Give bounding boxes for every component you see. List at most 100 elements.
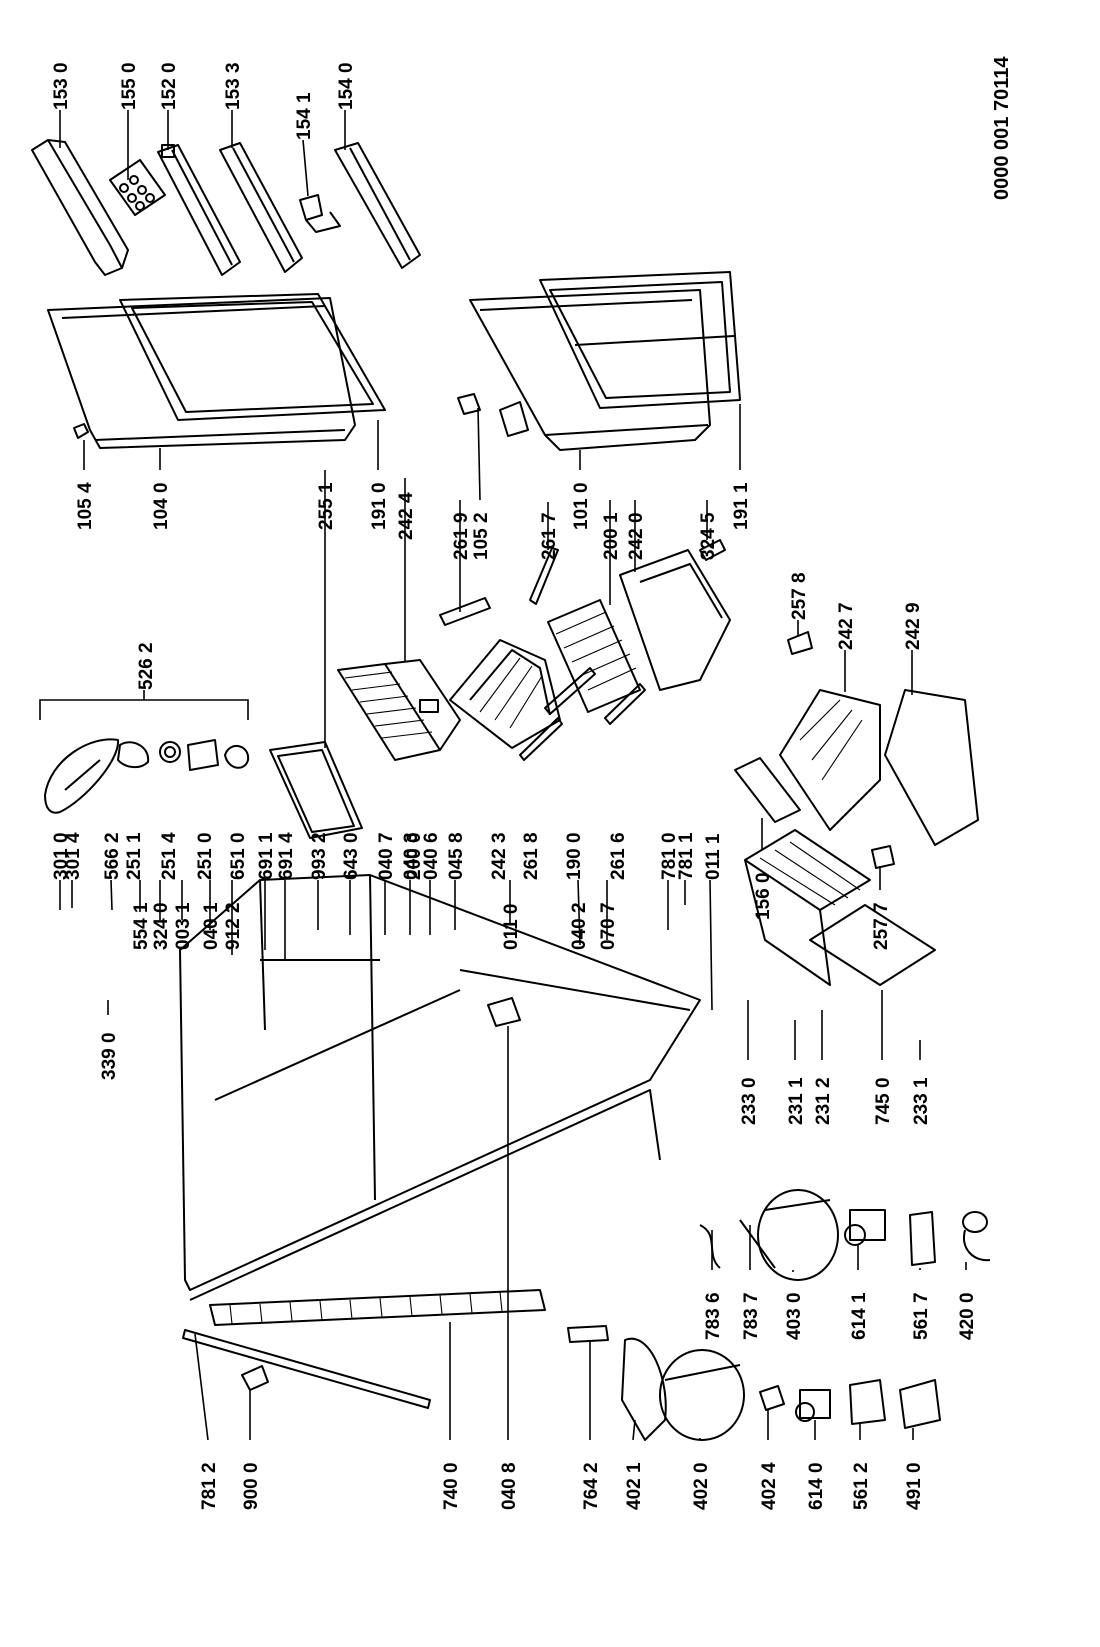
condenser-7400 xyxy=(209,1289,546,1326)
part-label: 561 2 xyxy=(851,1462,872,1510)
part-label: 040 6 xyxy=(421,832,442,880)
rail-1900 xyxy=(544,667,596,715)
part-label: 231 2 xyxy=(813,1077,834,1125)
part-label: 402 0 xyxy=(691,1462,712,1510)
part-label: 011 1 xyxy=(703,833,724,880)
part-label: 105 4 xyxy=(75,482,96,530)
part-label: 420 0 xyxy=(957,1292,978,1340)
part-label: 257 7 xyxy=(871,902,892,950)
door-gasket-1910 xyxy=(119,293,386,421)
part-label: 011 0 xyxy=(501,904,522,951)
part-labels-stack: 554 1 324 0 003 1 040 1 912 2 011 0 040 … xyxy=(131,902,619,950)
bottle-rack-2619 xyxy=(439,597,491,626)
part-label: 255 1 xyxy=(316,482,337,530)
part-label: 781 1 xyxy=(676,832,697,880)
part-label: 764 2 xyxy=(581,1462,602,1510)
clip-9000 xyxy=(241,1365,269,1391)
flap-3245 xyxy=(699,539,726,561)
part-label: 040 1 xyxy=(201,902,222,950)
part-label: 993 2 xyxy=(309,832,330,880)
part-label: 900 0 xyxy=(241,1462,262,1510)
part-label: 614 0 xyxy=(806,1462,827,1510)
glass-shelf-2551 xyxy=(269,741,363,839)
part-label: 040 2 xyxy=(569,902,590,950)
thermostat-5612 xyxy=(849,1379,886,1425)
compressor-4030 xyxy=(757,1189,839,1281)
door-shelf-1530 xyxy=(31,139,129,276)
part-label: 200 0 xyxy=(404,832,425,880)
part-label: 156 0 xyxy=(753,872,774,920)
part-label: 301 4 xyxy=(63,832,84,880)
part-label: 153 0 xyxy=(51,62,72,110)
bracket-1541 xyxy=(299,194,341,233)
part-label: 191 0 xyxy=(369,482,390,530)
thermostat-5617 xyxy=(909,1211,936,1266)
part-label: 261 6 xyxy=(608,832,629,880)
leader-lines xyxy=(59,110,967,1441)
part-label: 154 0 xyxy=(336,62,357,110)
part-label: 324 5 xyxy=(698,512,719,560)
part-label: 643 0 xyxy=(341,832,362,880)
part-label: 554 1 xyxy=(131,902,152,950)
part-label: 781 2 xyxy=(199,1462,220,1510)
ice-tray-1560 xyxy=(734,757,801,823)
part-label: 261 9 xyxy=(451,512,472,560)
rail-2616 xyxy=(604,683,646,725)
part-label: 691 1 xyxy=(256,832,277,880)
part-label: 566 2 xyxy=(102,832,123,880)
part-label: 153 3 xyxy=(223,62,244,110)
door-shelf-1540 xyxy=(334,142,421,269)
part-label: 912 2 xyxy=(223,902,244,950)
part-label: 301 0 xyxy=(51,832,72,880)
part-label: 257 8 xyxy=(789,572,810,620)
upper-door-1040 xyxy=(47,297,356,449)
part-label: 242 0 xyxy=(626,512,647,560)
part-label: 040 7 xyxy=(376,832,397,880)
door-shelf-1520 xyxy=(157,144,241,276)
part-label: 242 7 xyxy=(836,602,857,650)
part-label: 491 0 xyxy=(904,1462,925,1510)
part-label: 651 0 xyxy=(228,832,249,880)
cover-4910 xyxy=(899,1379,941,1429)
tube-7837 xyxy=(739,1219,776,1269)
part-label: 155 0 xyxy=(119,62,140,110)
part-label: 740 0 xyxy=(441,1462,462,1510)
part-label: 251 0 xyxy=(195,832,216,880)
strip-7812 xyxy=(182,1329,431,1409)
part-label: 614 1 xyxy=(849,1292,870,1340)
part-label: 242 4 xyxy=(396,492,417,540)
part-label: 231 1 xyxy=(786,1077,807,1125)
wire-shelves-7450 xyxy=(744,829,936,986)
door-shelf-1533 xyxy=(219,142,303,273)
shield-4021 xyxy=(621,1337,667,1441)
hinge-pin-1054 xyxy=(73,423,89,439)
wire-shelf-2001 xyxy=(547,599,641,713)
part-label: 040 3 xyxy=(401,832,422,880)
kit-parts-5262 xyxy=(44,738,250,814)
clip-2578 xyxy=(787,631,813,655)
part-label: 526 2 xyxy=(136,642,157,690)
freezer-drawer-2420 xyxy=(619,549,731,691)
door-gasket-1911 xyxy=(539,271,741,409)
drawer-2423 xyxy=(449,639,561,749)
part-label: 242 3 xyxy=(489,832,510,880)
kit-box-5262 xyxy=(39,690,249,720)
tube-7836 xyxy=(699,1224,721,1269)
basket-2427 xyxy=(779,689,881,831)
basket-2429 xyxy=(884,689,979,846)
compressor-4020 xyxy=(659,1349,745,1441)
part-label: 691 4 xyxy=(276,832,297,880)
part-label: 251 1 xyxy=(124,832,145,880)
part-label: 402 1 xyxy=(624,1462,645,1510)
relay-6141 xyxy=(844,1209,886,1246)
part-label: 233 0 xyxy=(739,1077,760,1125)
hinge-1052 xyxy=(457,393,529,437)
cabinet-body xyxy=(179,874,701,1301)
rail-2617 xyxy=(529,547,559,605)
part-label: 242 9 xyxy=(903,602,924,650)
part-label: 261 7 xyxy=(539,512,560,560)
bracket-0408 xyxy=(487,997,521,1027)
crisper-cover-2424 xyxy=(384,659,461,751)
part-label: 261 8 xyxy=(521,832,542,880)
